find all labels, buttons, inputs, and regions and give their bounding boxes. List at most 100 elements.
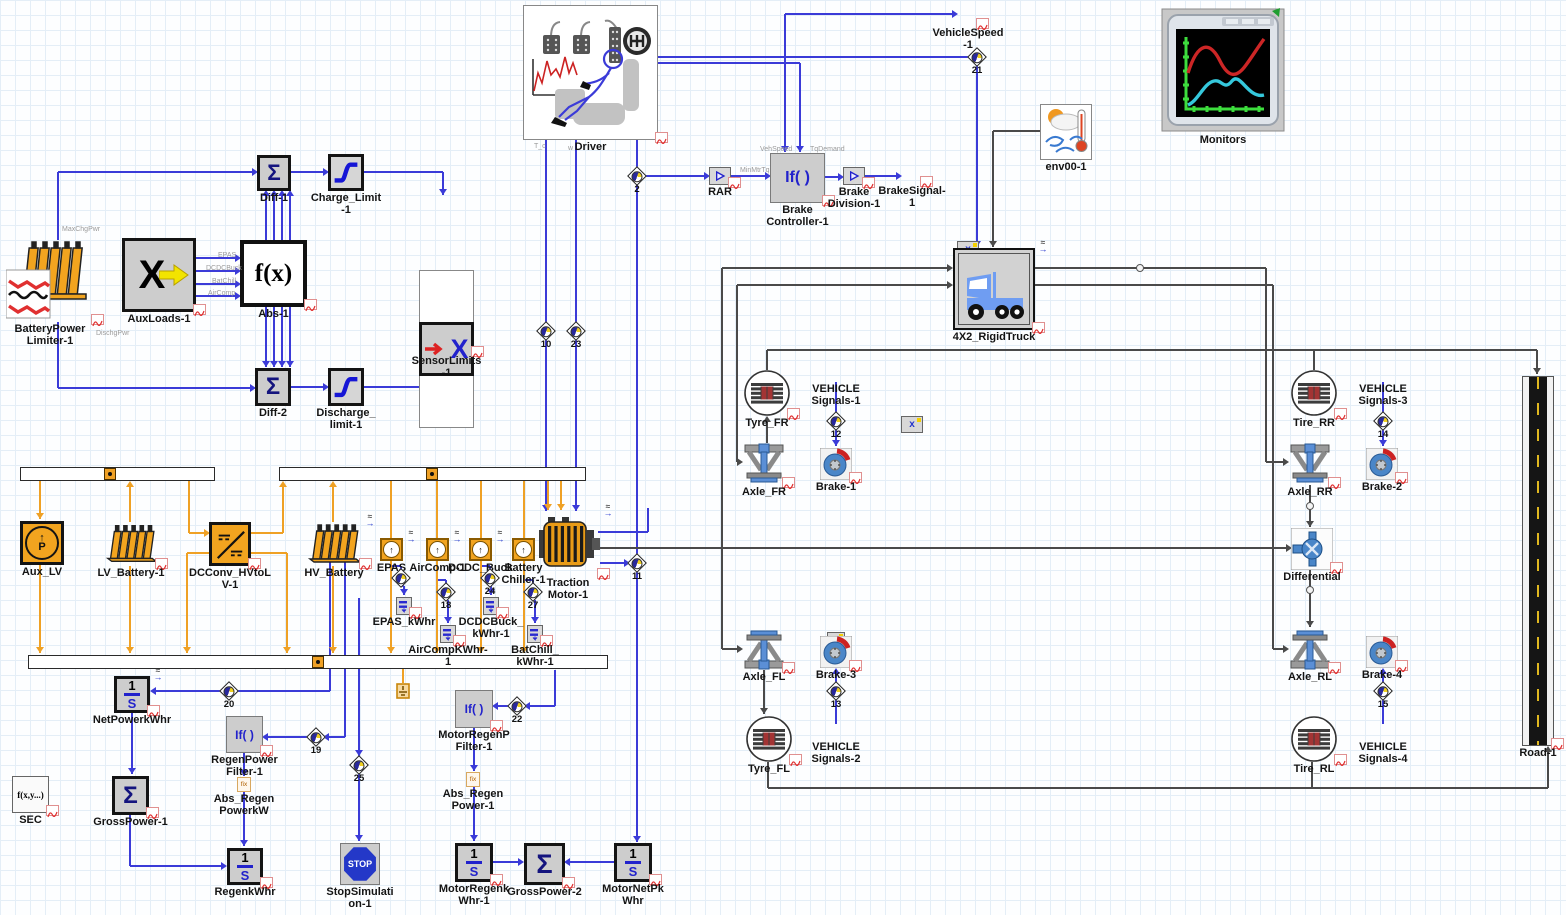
- batchill-kwhr-1-block[interactable]: [527, 625, 543, 643]
- wire-segment[interactable]: [524, 579, 533, 581]
- wire-segment[interactable]: [547, 481, 549, 510]
- brake-controller-1-block[interactable]: If( ): [770, 153, 825, 203]
- wire-segment[interactable]: [358, 774, 360, 841]
- wire-segment[interactable]: [57, 172, 59, 240]
- wire-segment[interactable]: [1035, 267, 1266, 269]
- junction-node[interactable]: [349, 755, 369, 775]
- wire-segment[interactable]: [736, 285, 738, 462]
- wire-segment[interactable]: [737, 284, 951, 286]
- env00-1-block[interactable]: [1040, 104, 1092, 160]
- mini-plot-badge[interactable]: [787, 408, 800, 421]
- wire-segment[interactable]: [785, 13, 956, 15]
- mini-plot-badge[interactable]: [789, 754, 802, 767]
- 4x2-rigidtruck-block[interactable]: [953, 248, 1035, 330]
- sec-block[interactable]: f(x,y...): [12, 776, 49, 813]
- abs-regen-power-1-block[interactable]: fix: [466, 772, 480, 787]
- wire-segment[interactable]: [58, 387, 254, 389]
- epas-block[interactable]: ↑: [380, 538, 403, 561]
- junction-node[interactable]: [391, 568, 411, 588]
- wire-segment[interactable]: [1382, 382, 1384, 414]
- wire-segment[interactable]: [189, 532, 208, 534]
- wire-segment[interactable]: [391, 565, 401, 567]
- wire-segment[interactable]: [799, 63, 801, 152]
- wire-segment[interactable]: [286, 553, 288, 653]
- junction-node[interactable]: [566, 321, 586, 341]
- wire-segment[interactable]: [436, 481, 438, 653]
- traction-motor-1-block[interactable]: [536, 512, 600, 576]
- wire-segment[interactable]: [243, 792, 245, 846]
- wire-segment[interactable]: [196, 257, 239, 259]
- mini-plot-badge[interactable]: [248, 558, 261, 571]
- auxloads-1-block[interactable]: X: [122, 238, 196, 312]
- mini-plot-badge[interactable]: [920, 176, 933, 189]
- wire-segment[interactable]: [473, 787, 475, 841]
- brake-4-block[interactable]: [1366, 636, 1398, 668]
- wire-segment[interactable]: [835, 670, 837, 683]
- wire-segment[interactable]: [437, 579, 446, 581]
- wire-segment[interactable]: [364, 171, 443, 173]
- brakesignal-1-block[interactable]: x: [901, 416, 923, 433]
- wire-segment[interactable]: [364, 386, 445, 388]
- discharge-limit-1-block[interactable]: [328, 368, 364, 406]
- wire-segment[interactable]: [992, 131, 994, 247]
- wire-segment[interactable]: [766, 418, 768, 443]
- hv-battery-block[interactable]: [306, 522, 362, 566]
- monitors-block[interactable]: [1160, 7, 1286, 133]
- brake-2-block[interactable]: [1366, 448, 1398, 480]
- abs-regen-powerkw-block[interactable]: fix: [237, 777, 251, 792]
- mini-plot-badge[interactable]: [147, 705, 160, 718]
- tyre-fr-block[interactable]: [744, 370, 790, 416]
- wire-segment[interactable]: [600, 547, 1290, 549]
- dcdcbuck-kwhr-1-block[interactable]: [483, 597, 499, 615]
- wire-segment[interactable]: [251, 552, 287, 554]
- motorregenp-filter-1-block[interactable]: If( ): [455, 690, 493, 728]
- mini-plot-badge[interactable]: [1395, 472, 1408, 485]
- mini-plot-badge[interactable]: [862, 177, 875, 190]
- wire-segment[interactable]: [196, 295, 239, 297]
- wire-segment[interactable]: [763, 670, 765, 714]
- wire-segment[interactable]: [554, 670, 556, 706]
- wire-segment[interactable]: [281, 307, 283, 367]
- wire-segment[interactable]: [1382, 670, 1384, 683]
- power-bus-bar[interactable]: [20, 467, 215, 481]
- rar-block[interactable]: [709, 167, 731, 185]
- wire-segment[interactable]: [265, 192, 267, 240]
- wire-segment[interactable]: [332, 483, 334, 522]
- wire-segment[interactable]: [129, 566, 131, 653]
- mini-plot-badge[interactable]: [490, 720, 503, 733]
- wire-segment[interactable]: [57, 322, 59, 388]
- wire-segment[interactable]: [1035, 284, 1273, 286]
- mini-plot-badge[interactable]: [1395, 660, 1408, 673]
- mini-plot-badge[interactable]: [260, 877, 273, 890]
- wire-segment[interactable]: [768, 787, 1548, 789]
- wire-segment[interactable]: [784, 14, 786, 57]
- wire-segment[interactable]: [566, 861, 614, 863]
- junction-node[interactable]: [967, 47, 987, 67]
- wire-segment[interactable]: [636, 140, 638, 168]
- wire-segment[interactable]: [238, 690, 330, 692]
- junction-node[interactable]: [627, 553, 647, 573]
- wire-segment[interactable]: [600, 562, 628, 564]
- battery-power-limiter-1-block[interactable]: [6, 240, 94, 322]
- aux-lv-block[interactable]: ↑P: [20, 521, 64, 565]
- wire-segment[interactable]: [480, 481, 482, 653]
- mini-plot-badge[interactable]: [155, 558, 168, 571]
- mini-plot-badge[interactable]: [597, 568, 610, 581]
- junction-node[interactable]: [507, 696, 527, 716]
- charge-limit-1-block[interactable]: [328, 154, 364, 191]
- wire-segment[interactable]: [196, 283, 239, 285]
- axle-rr-block[interactable]: [1289, 443, 1331, 485]
- wire-segment[interactable]: [835, 429, 837, 446]
- wire-segment[interactable]: [658, 62, 800, 64]
- wire-segment[interactable]: [289, 192, 291, 240]
- wire-segment[interactable]: [636, 184, 638, 554]
- wire-segment[interactable]: [1536, 350, 1538, 374]
- axle-rl-block[interactable]: [1289, 628, 1331, 670]
- junction-node[interactable]: [627, 166, 647, 186]
- mini-plot-badge[interactable]: [782, 477, 795, 490]
- bus-connector-dot[interactable]: [426, 468, 438, 480]
- sensorlimits-1-block[interactable]: X: [419, 270, 474, 428]
- abs-1-block[interactable]: f(x): [240, 240, 307, 307]
- wire-segment[interactable]: [187, 552, 209, 554]
